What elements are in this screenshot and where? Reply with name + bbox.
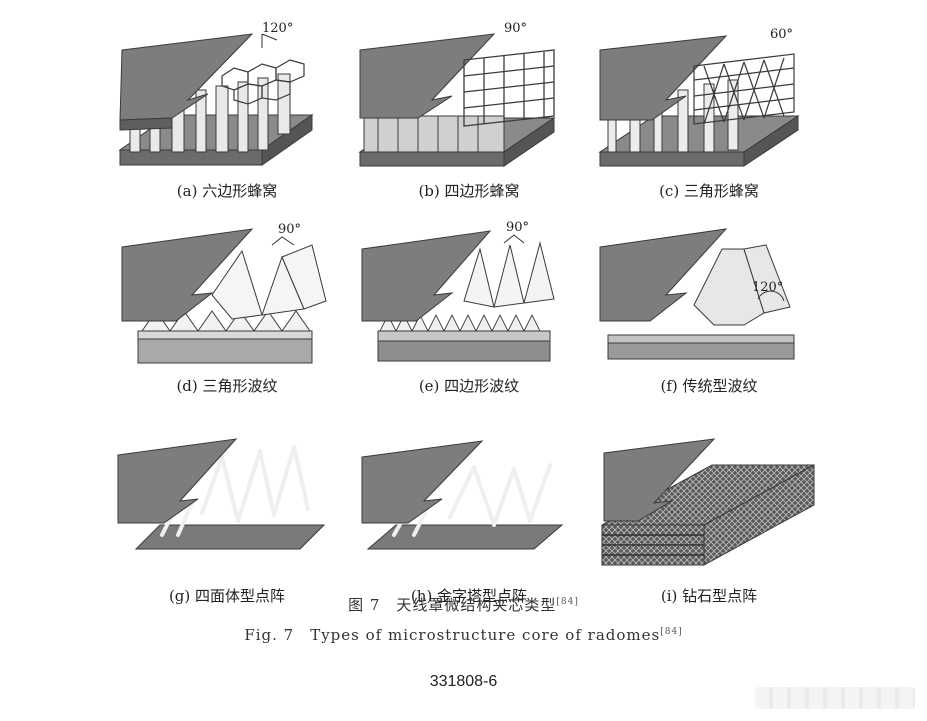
traditional-corrugation-illustration: 120° [599, 228, 795, 360]
panel-triangle-honeycomb: 60° (c) 三角形蜂窝 [594, 20, 824, 205]
panel-square-honeycomb: 90° (b) 四边形蜂窝 [354, 20, 584, 205]
figure-grid: 120° (a) 六边形蜂窝 90° [112, 20, 824, 605]
panel-hex-honeycomb: 120° (a) 六边形蜂窝 [112, 20, 342, 205]
panel-triangle-corrugation: 90° (d) 三角形波纹 [112, 215, 342, 400]
hex-angle-label: 120° [262, 21, 293, 36]
caption-zh-ref: [84] [556, 597, 579, 607]
caption-zh-text: 图 7 天线罩微结构夹芯类型 [348, 596, 557, 614]
caption-en-text: Fig. 7 Types of microstructure core of r… [244, 626, 661, 644]
panel-quad-corrugation: 90° (e) 四边形波纹 [354, 215, 584, 400]
panel-label: (f) 传统型波纹 [660, 377, 758, 395]
triangle-angle-label: 60° [770, 27, 793, 42]
square-honeycomb-illustration: 90° [358, 21, 556, 167]
pyramid-lattice-illustration [361, 440, 564, 550]
tetrahedral-lattice-illustration [117, 438, 326, 550]
panel-label: (i) 钻石型点阵 [660, 587, 758, 605]
document-code: 331808-6 [429, 673, 498, 690]
panel-label: (b) 四边形蜂窝 [418, 182, 520, 200]
quad-corrugation-illustration: 90° [361, 220, 555, 362]
triangle-corrugation-illustration: 90° [121, 222, 327, 364]
trad-corr-angle-label: 120° [752, 280, 783, 295]
square-angle-label: 90° [504, 21, 527, 36]
panel-pyramid-lattice: (h) 金字塔型点阵 [354, 425, 584, 610]
triangle-honeycomb-illustration: 60° [598, 27, 800, 167]
quad-corr-angle-label: 90° [506, 220, 529, 235]
caption-en-ref: [84] [660, 627, 683, 637]
panel-diamond-lattice: (i) 钻石型点阵 [594, 425, 824, 610]
panel-traditional-corrugation: 120° (f) 传统型波纹 [594, 215, 824, 400]
panel-label: (d) 三角形波纹 [176, 377, 278, 395]
panel-label: (h) 金字塔型点阵 [410, 587, 528, 605]
panel-label: (g) 四面体型点阵 [168, 587, 286, 605]
figure-caption-chinese: 图 7 天线罩微结构夹芯类型[84] [0, 594, 927, 615]
hex-honeycomb-illustration: 120° [118, 21, 314, 166]
panel-label: (c) 三角形蜂窝 [659, 182, 759, 200]
watermark-strip [755, 687, 915, 709]
diamond-lattice-illustration [601, 438, 815, 566]
panel-label: (a) 六边形蜂窝 [176, 182, 278, 200]
panel-label: (e) 四边形波纹 [418, 377, 520, 395]
tri-corr-angle-label: 90° [278, 222, 301, 237]
panel-tetrahedral-lattice: (g) 四面体型点阵 [112, 425, 342, 610]
figure-caption-english: Fig. 7 Types of microstructure core of r… [0, 624, 927, 645]
